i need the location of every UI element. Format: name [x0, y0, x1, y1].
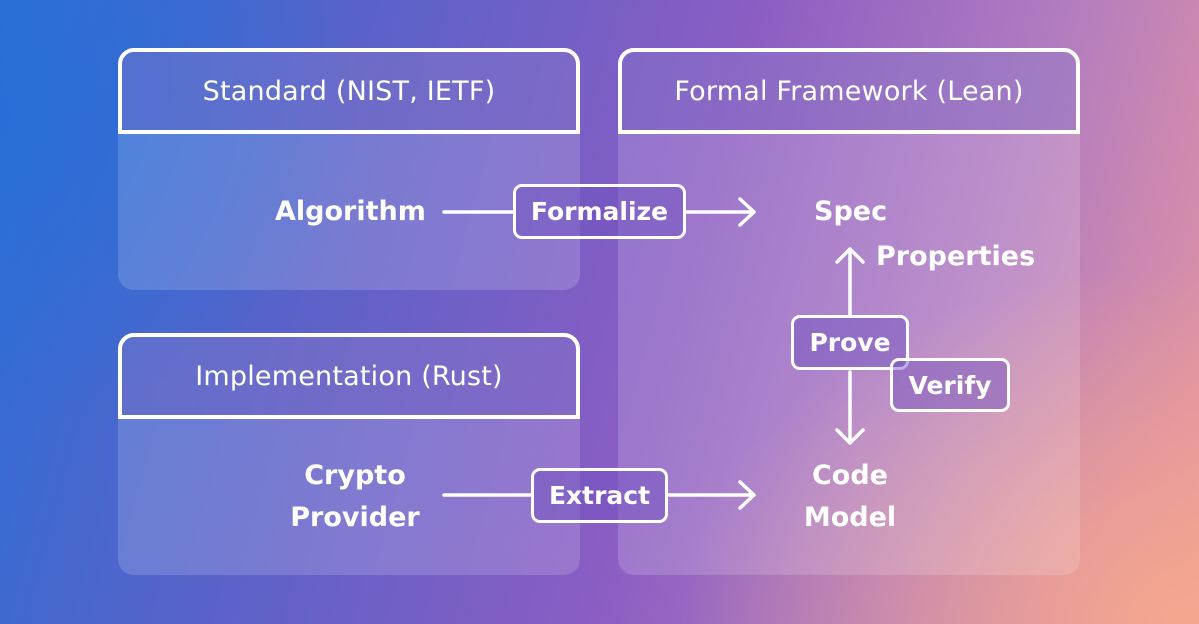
- prove-tag: Prove: [791, 315, 909, 370]
- formal-framework-panel-title: Formal Framework (Lean): [618, 48, 1080, 134]
- standard-panel-title: Standard (NIST, IETF): [118, 48, 580, 134]
- code-model-line-1: Code: [811, 460, 888, 491]
- crypto-provider-line-1: Crypto: [304, 460, 406, 491]
- crypto-provider-line-2: Provider: [290, 502, 420, 533]
- implementation-panel-title: Implementation (Rust): [118, 333, 580, 419]
- extract-tag: Extract: [531, 468, 668, 523]
- implementation-panel: Implementation (Rust): [118, 333, 580, 575]
- spec-label: Spec: [814, 196, 888, 227]
- verify-arrowhead-down: [835, 428, 865, 445]
- formalize-arrowhead: [738, 197, 756, 227]
- extract-arrowhead: [738, 480, 756, 510]
- properties-label: Properties: [876, 241, 1036, 272]
- code-model-label: Code Model: [780, 455, 920, 539]
- crypto-provider-label: Crypto Provider: [260, 455, 450, 539]
- formalize-tag: Formalize: [513, 184, 686, 239]
- standard-panel: Standard (NIST, IETF): [118, 48, 580, 290]
- code-model-line-2: Model: [803, 502, 897, 533]
- verify-tag: Verify: [890, 358, 1010, 412]
- algorithm-label: Algorithm: [275, 196, 426, 227]
- prove-arrowhead-up: [835, 247, 865, 264]
